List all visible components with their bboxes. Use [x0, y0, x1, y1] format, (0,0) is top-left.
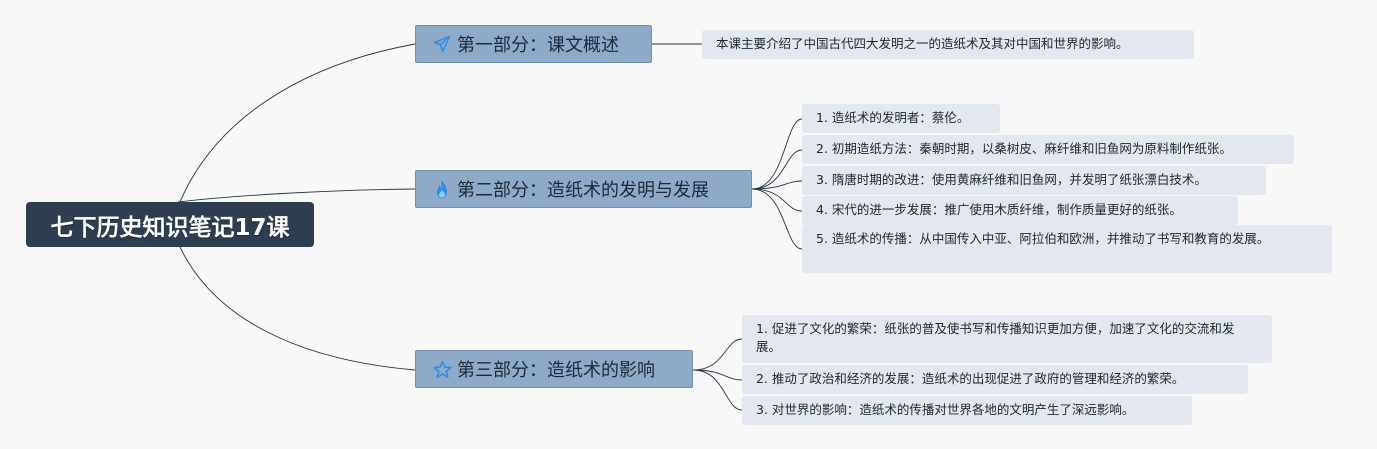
paper-plane-icon [432, 34, 452, 54]
subtopic-2-5[interactable]: 5. 造纸术的传播：从中国传入中亚、阿拉伯和欧洲，并推动了书写和教育的发展。 [802, 225, 1332, 273]
subtopic-3-2[interactable]: 2. 推动了政治和经济的发展：造纸术的出现促进了政府的管理和经济的繁荣。 [742, 365, 1248, 394]
branch-topic-2[interactable]: 第二部分：造纸术的发明与发展 [415, 170, 752, 208]
root-topic-label: 七下历史知识笔记17课 [50, 214, 290, 241]
connector-root-branch-3 [179, 246, 416, 371]
connector-branch-3-leaf-1 [692, 338, 743, 371]
subtopic-3-1[interactable]: 1. 促进了文化的繁荣：纸张的普及使书写和传播知识更加方便，加速了文化的交流和发… [742, 315, 1272, 363]
subtopic-2-4[interactable]: 4. 宋代的进一步发展：推广使用木质纤维，制作质量更好的纸张。 [802, 196, 1238, 225]
connector-root-branch-1 [179, 43, 416, 203]
connector-root-branch-2 [177, 188, 416, 203]
subtopic-3-3-text: 3. 对世界的影响：造纸术的传播对世界各地的文明产生了深远影响。 [756, 402, 1135, 417]
branch-topic-1[interactable]: 第一部分：课文概述 [415, 25, 652, 63]
subtopic-2-2-text: 2. 初期造纸方法：秦朝时期，以桑树皮、麻纤维和旧鱼网为原料制作纸张。 [816, 141, 1232, 156]
connector-branch-2-leaf-2 [751, 149, 803, 190]
branch-topic-3-label: 第三部分：造纸术的影响 [457, 360, 655, 381]
subtopic-2-5-text: 5. 造纸术的传播：从中国传入中亚、阿拉伯和欧洲，并推动了书写和教育的发展。 [816, 231, 1270, 246]
connector-branch-3-leaf-2 [692, 369, 743, 381]
connector-branch-2-leaf-5 [751, 188, 803, 250]
subtopic-2-1-text: 1. 造纸术的发明者：蔡伦。 [816, 110, 970, 125]
subtopic-2-3-text: 3. 隋唐时期的改进：使用黄麻纤维和旧鱼网，并发明了纸张漂白技术。 [816, 172, 1207, 187]
subtopic-2-4-text: 4. 宋代的进一步发展：推广使用木质纤维，制作质量更好的纸张。 [816, 202, 1182, 217]
subtopic-1-1-text: 本课主要介绍了中国古代四大发明之一的造纸术及其对中国和世界的影响。 [716, 36, 1129, 51]
connector-branch-2-leaf-3 [751, 180, 803, 190]
subtopic-2-3[interactable]: 3. 隋唐时期的改进：使用黄麻纤维和旧鱼网，并发明了纸张漂白技术。 [802, 166, 1266, 195]
subtopic-3-3[interactable]: 3. 对世界的影响：造纸术的传播对世界各地的文明产生了深远影响。 [742, 396, 1192, 425]
connector-branch-2-leaf-4 [751, 188, 803, 212]
subtopic-1-1[interactable]: 本课主要介绍了中国古代四大发明之一的造纸术及其对中国和世界的影响。 [702, 30, 1194, 59]
subtopic-3-1-text: 1. 促进了文化的繁荣：纸张的普及使书写和传播知识更加方便，加速了文化的交流和发… [756, 321, 1235, 354]
connector-branch-3-leaf-3 [692, 369, 743, 411]
branch-topic-3[interactable]: 第三部分：造纸术的影响 [415, 350, 693, 388]
flame-icon [432, 179, 452, 199]
subtopic-3-2-text: 2. 推动了政治和经济的发展：造纸术的出现促进了政府的管理和经济的繁荣。 [756, 371, 1185, 386]
star-icon [432, 359, 452, 379]
connector-branch-2-leaf-1 [751, 118, 803, 190]
branch-topic-2-label: 第二部分：造纸术的发明与发展 [457, 180, 709, 201]
subtopic-2-2[interactable]: 2. 初期造纸方法：秦朝时期，以桑树皮、麻纤维和旧鱼网为原料制作纸张。 [802, 135, 1294, 164]
branch-topic-1-label: 第一部分：课文概述 [457, 35, 619, 56]
subtopic-2-1[interactable]: 1. 造纸术的发明者：蔡伦。 [802, 104, 1000, 133]
root-topic[interactable]: 七下历史知识笔记17课 [26, 202, 314, 247]
